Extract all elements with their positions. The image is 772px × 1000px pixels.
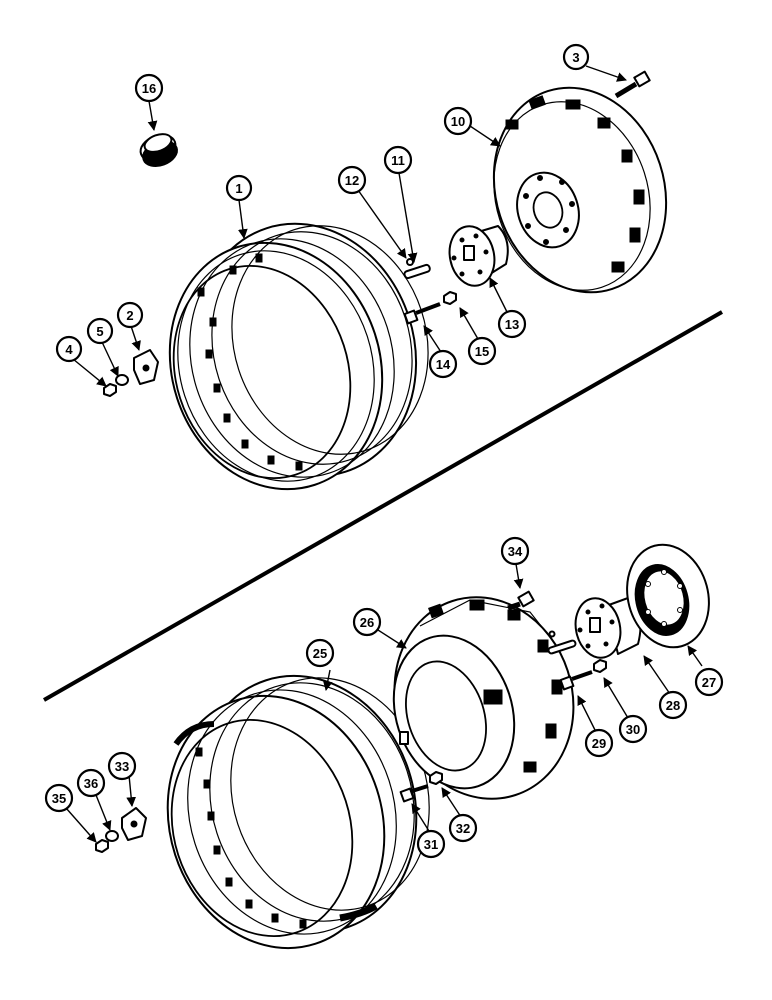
key-part-lower <box>547 639 577 655</box>
callout-29: 29 <box>584 728 614 758</box>
callout-25: 25 <box>305 638 335 668</box>
disc-part-upper <box>492 86 668 294</box>
bolt-part-14 <box>403 302 441 325</box>
leader-lines <box>65 65 703 843</box>
svg-text:4: 4 <box>65 342 73 357</box>
callout-10: 10 <box>443 106 473 136</box>
svg-text:31: 31 <box>424 837 438 852</box>
svg-text:28: 28 <box>666 698 680 713</box>
svg-text:13: 13 <box>505 317 519 332</box>
svg-text:1: 1 <box>235 181 242 196</box>
pin-part-12 <box>406 258 414 266</box>
key-part-11 <box>403 263 431 280</box>
callout-3: 3 <box>562 43 590 71</box>
flange-part-lower <box>626 543 710 649</box>
svg-text:12: 12 <box>345 173 359 188</box>
callout-4: 4 <box>55 335 83 363</box>
bolt-part-29 <box>559 670 593 691</box>
svg-text:36: 36 <box>84 776 98 791</box>
pin-part-lower <box>548 630 556 638</box>
svg-text:16: 16 <box>142 81 156 96</box>
svg-text:2: 2 <box>126 308 133 323</box>
svg-text:29: 29 <box>592 736 606 751</box>
nut-part-30 <box>593 659 607 673</box>
svg-text:3: 3 <box>572 50 579 65</box>
svg-text:25: 25 <box>313 646 327 661</box>
callout-2: 2 <box>116 301 144 329</box>
rim-part-lower <box>166 674 430 950</box>
hub-part-upper <box>448 225 509 287</box>
callout-34: 34 <box>500 536 530 566</box>
callout-26: 26 <box>352 607 382 637</box>
bolt-part-34 <box>507 590 535 611</box>
callout-16: 16 <box>134 73 164 103</box>
svg-text:15: 15 <box>475 344 489 359</box>
callout-11: 11 <box>383 145 413 175</box>
callout-35: 35 <box>44 783 74 813</box>
svg-text:34: 34 <box>508 544 523 559</box>
svg-text:10: 10 <box>451 114 465 129</box>
callout-30: 30 <box>618 714 648 744</box>
nut-part-4 <box>103 383 117 397</box>
nut-part-15 <box>443 291 457 305</box>
section-divider <box>43 310 723 702</box>
callout-32: 32 <box>448 813 478 843</box>
callout-1: 1 <box>225 174 253 202</box>
callout-31: 31 <box>416 829 446 859</box>
plug-part <box>139 133 178 167</box>
washer-part-36 <box>105 830 119 842</box>
callout-15: 15 <box>467 336 497 366</box>
callout-33: 33 <box>107 751 137 781</box>
clamp-part-lower <box>121 807 147 841</box>
bolt-part-31 <box>399 784 429 803</box>
callout-14: 14 <box>428 349 458 379</box>
callout-12: 12 <box>337 165 367 195</box>
svg-text:26: 26 <box>360 615 374 630</box>
callout-27: 27 <box>694 667 724 697</box>
nut-part-35 <box>95 839 109 853</box>
svg-text:5: 5 <box>96 324 103 339</box>
svg-text:30: 30 <box>626 722 640 737</box>
svg-text:33: 33 <box>115 759 129 774</box>
bolt-part-3 <box>614 70 651 99</box>
rim-part-upper <box>168 222 429 491</box>
svg-text:35: 35 <box>52 791 66 806</box>
nut-part-32 <box>429 771 443 785</box>
svg-text:32: 32 <box>456 821 470 836</box>
callout-36: 36 <box>76 768 106 798</box>
callout-13: 13 <box>497 309 527 339</box>
svg-text:11: 11 <box>391 153 405 168</box>
svg-text:27: 27 <box>702 675 716 690</box>
clamp-part-upper <box>133 349 159 385</box>
washer-part-5 <box>115 374 129 386</box>
callout-28: 28 <box>658 690 688 720</box>
svg-text:14: 14 <box>436 357 451 372</box>
callout-5: 5 <box>86 317 114 345</box>
center-part-lower <box>392 596 575 800</box>
